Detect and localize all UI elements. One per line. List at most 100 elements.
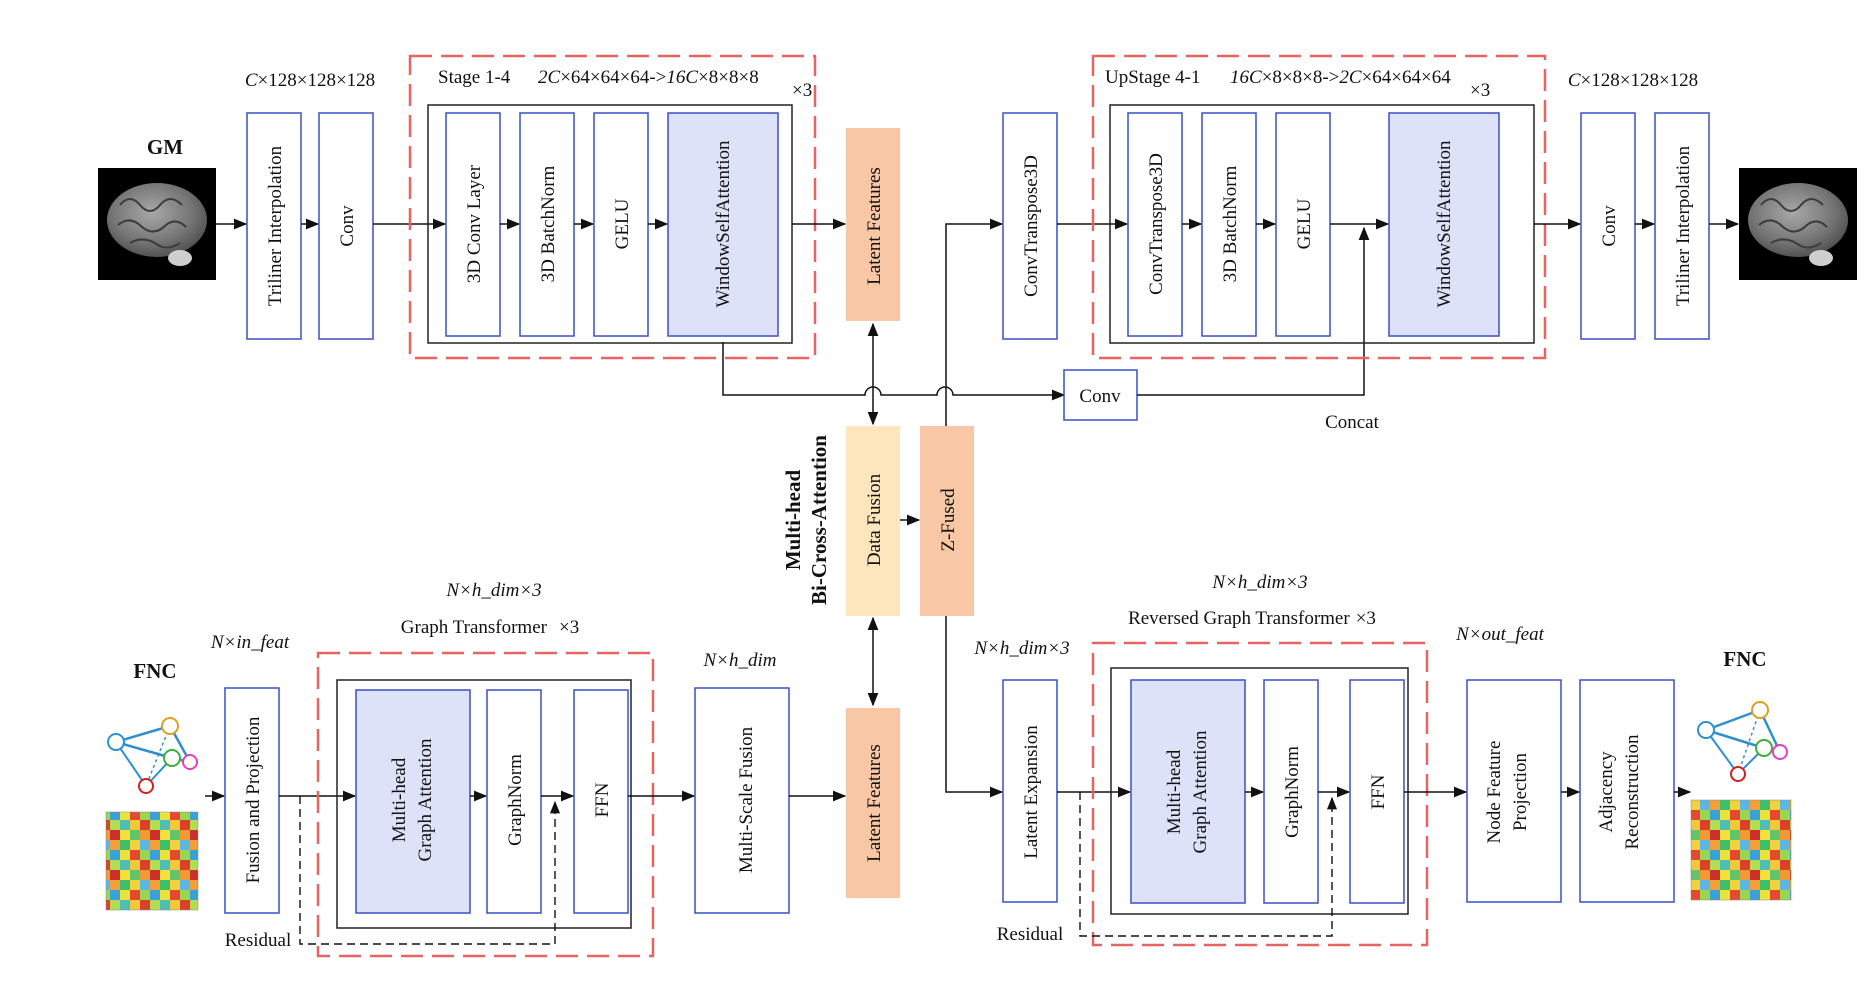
dec-trilinear-box <box>1654 112 1710 340</box>
graph-enc-residual-label: Residual <box>225 930 292 951</box>
enc-conv-label: Conv <box>337 205 358 247</box>
dec-trilinear-label: Triliner Interpolation <box>1673 145 1694 306</box>
graph-enc-attention-label-1: Multi-head <box>389 757 410 842</box>
enc-stage-dims: 2C×64×64×64->16C×8×8×8 <box>538 67 759 88</box>
enc-trilinear-box <box>246 112 302 340</box>
dec-convtranspose-label: ConvTranspose3D <box>1021 155 1042 297</box>
dec-block-convt <box>1127 112 1183 337</box>
graph-dec-dim-out: N×out_feat <box>1455 624 1544 645</box>
latent-features-bottom-label: Latent Features <box>864 744 885 862</box>
dec-block-gelu-label: GELU <box>1294 198 1315 249</box>
enc-stage-repeat: ×3 <box>792 80 812 101</box>
graph-dec-attention-label-2: Graph Attention <box>1190 730 1211 853</box>
graph-dec-stage-title: Reversed Graph Transformer×3 <box>1128 608 1376 629</box>
graph-dec-dim-top: N×h_dim×3 <box>1211 572 1307 593</box>
graph-dec-residual-line <box>1079 792 1338 937</box>
node-proj-box <box>1466 679 1562 903</box>
graph-enc-stage-dashed <box>316 651 655 958</box>
fnc-output-heatmap <box>1690 799 1792 901</box>
enc-conv-box <box>318 112 374 340</box>
data-fusion-label: Data Fusion <box>864 473 885 566</box>
latent-features-top[interactable] <box>846 128 900 321</box>
dec-block-convt-label: ConvTranspose3D <box>1146 153 1167 295</box>
graph-enc-ffn <box>573 689 629 914</box>
gm-brain-folds <box>117 198 187 249</box>
latent-expansion-box <box>1002 679 1058 903</box>
gm-input-group: GM <box>98 135 216 280</box>
latent-features-top-label: Latent Features <box>864 167 885 285</box>
dec-stage-repeat: ×3 <box>1470 80 1490 101</box>
enc-block-bn-label: 3D BatchNorm <box>538 165 559 282</box>
fusion-title: Multi-head Bi-Cross-Attention <box>781 435 831 605</box>
dec-block-bn-label: 3D BatchNorm <box>1220 165 1241 282</box>
enc-trilinear-label: Triliner Interpolation <box>265 145 286 306</box>
skip-line-from-wsa <box>722 342 1066 401</box>
fnc-graph-icon <box>107 717 198 794</box>
gm-output-group <box>1739 168 1857 280</box>
gm-cerebellum <box>168 250 192 266</box>
zfused-to-convtranspose <box>945 218 1004 426</box>
graph-dec-attention-label-1: Multi-head <box>1164 749 1185 834</box>
graph-enc-residual-line <box>299 796 561 945</box>
svg-text:C×128×128×128: C×128×128×128 <box>245 70 375 91</box>
graph-dec-stage-dashed <box>1091 641 1429 947</box>
enc-stage-title: Stage 1-4 <box>438 67 511 88</box>
graph-dec-graphnorm-label: GraphNorm <box>1282 746 1303 838</box>
fnc-output-label: FNC <box>1723 647 1766 671</box>
dec-conv-label: Conv <box>1599 205 1620 247</box>
skip-conv-label: Conv <box>1079 386 1121 407</box>
projection-box <box>224 687 280 914</box>
graph-enc-graphnorm-label: GraphNorm <box>505 754 526 846</box>
enc-block-bn <box>519 112 575 337</box>
graph-enc-stage-title: Graph Transformer×3 <box>401 617 579 638</box>
zfused-to-latent-expansion <box>945 616 1004 798</box>
multiscale-box <box>694 687 790 914</box>
graph-enc-stage-wrap <box>336 679 632 929</box>
dec-block-wsa[interactable] <box>1388 112 1500 337</box>
latent-expansion-label: Latent Expansion <box>1021 725 1042 859</box>
graph-dec-ffn-label: FFN <box>1368 774 1389 809</box>
skip-line-to-concat <box>1137 226 1370 396</box>
multiscale-label: Multi-Scale Fusion <box>736 726 757 873</box>
fnc-input-group: FNC <box>105 659 199 911</box>
enc-stage-dashed <box>408 54 817 360</box>
node-proj-label-2: Projection <box>1510 752 1531 831</box>
graph-dec-graphnorm <box>1263 679 1319 904</box>
latent-features-bottom[interactable] <box>846 708 900 898</box>
dec-dim-out: C×128×128×128 <box>1568 70 1698 91</box>
fnc-output-graph-icon <box>1697 701 1788 782</box>
graph-enc-attention-label-2: Graph Attention <box>415 738 436 861</box>
gm-label: GM <box>147 135 183 159</box>
z-fused-box[interactable] <box>920 426 974 616</box>
graph-dec-attention[interactable] <box>1130 679 1246 904</box>
fnc-output-group: FNC <box>1690 647 1792 901</box>
graph-enc-attention[interactable] <box>355 689 471 914</box>
projection-label: Fusion and Projection <box>243 716 264 883</box>
graph-enc-dim-in: N×in_feat <box>210 632 290 653</box>
fnc-label: FNC <box>133 659 176 683</box>
enc-block-wsa[interactable] <box>667 112 779 337</box>
z-fused-label: Z-Fused <box>938 488 959 552</box>
svg-text:Multi-head: Multi-head <box>781 470 805 571</box>
enc-block-gelu-label: GELU <box>612 198 633 249</box>
adjacency-label-2: Reconstruction <box>1622 734 1643 850</box>
svg-text:C×128×128×128: C×128×128×128 <box>1568 70 1698 91</box>
enc-block-wsa-label: WindowSelfAttention <box>713 140 734 308</box>
adjacency-label-1: Adjacency <box>1596 751 1617 833</box>
gm-output-brain-folds <box>1758 198 1828 249</box>
graph-dec-residual-label: Residual <box>997 924 1064 945</box>
dec-block-gelu <box>1275 112 1331 337</box>
graph-enc-dim-out: N×h_dim <box>703 650 777 671</box>
data-fusion-box[interactable] <box>846 426 900 616</box>
node-proj-label-1: Node Feature <box>1484 741 1505 844</box>
enc-dim-in: C×128×128×128 <box>245 70 375 91</box>
dec-stage-title: UpStage 4-1 <box>1105 67 1201 88</box>
fnc-heatmap <box>105 811 199 911</box>
graph-enc-dim-top: N×h_dim×3 <box>445 580 541 601</box>
dec-stage-dashed <box>1091 54 1547 360</box>
svg-text:Bi-Cross-Attention: Bi-Cross-Attention <box>807 435 831 605</box>
gm-brain-shape <box>107 183 207 257</box>
enc-block-gelu <box>593 112 649 337</box>
graph-dec-dim-in: N×h_dim×3 <box>973 638 1069 659</box>
